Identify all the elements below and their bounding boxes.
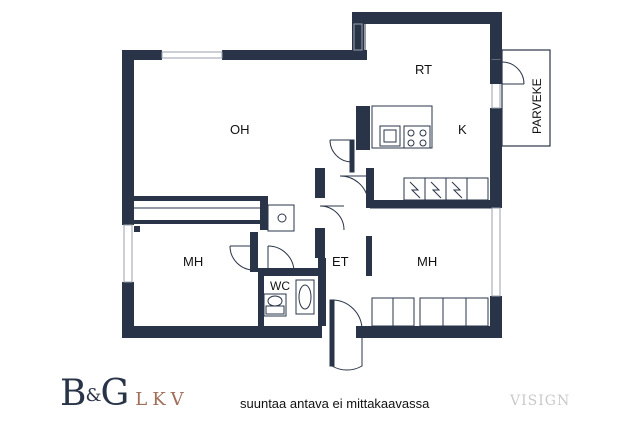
logo-mark-b: B bbox=[60, 373, 87, 414]
logo-mark-g: G bbox=[100, 373, 130, 414]
windows bbox=[123, 23, 501, 297]
balcony bbox=[490, 49, 551, 147]
room-label-mh-right: MH bbox=[417, 254, 437, 269]
scale-disclaimer: suuntaa antava ei mittakaavassa bbox=[240, 396, 430, 411]
doors bbox=[229, 139, 369, 371]
room-label-et: ET bbox=[332, 254, 349, 269]
room-label-oh: OH bbox=[230, 122, 250, 137]
room-label-parveke: PARVEKE bbox=[530, 78, 544, 134]
logo-text: LKV bbox=[135, 389, 189, 410]
kitchen-fixtures bbox=[371, 105, 489, 201]
logo-mark: B&G bbox=[60, 373, 130, 416]
wardrobes bbox=[134, 207, 489, 327]
room-label-k: K bbox=[458, 122, 467, 137]
room-label-wc: WC bbox=[270, 279, 290, 293]
bathroom-fixtures bbox=[263, 204, 315, 317]
room-label-rt: RT bbox=[415, 62, 432, 77]
wall-outline bbox=[125, 13, 501, 209]
visign-watermark: VISIGN bbox=[510, 393, 571, 409]
walls bbox=[122, 12, 502, 338]
room-label-mh-left: MH bbox=[183, 254, 203, 269]
logo-mark-amp: & bbox=[85, 385, 101, 406]
bg-lkv-logo: B&G LKV bbox=[60, 372, 189, 416]
